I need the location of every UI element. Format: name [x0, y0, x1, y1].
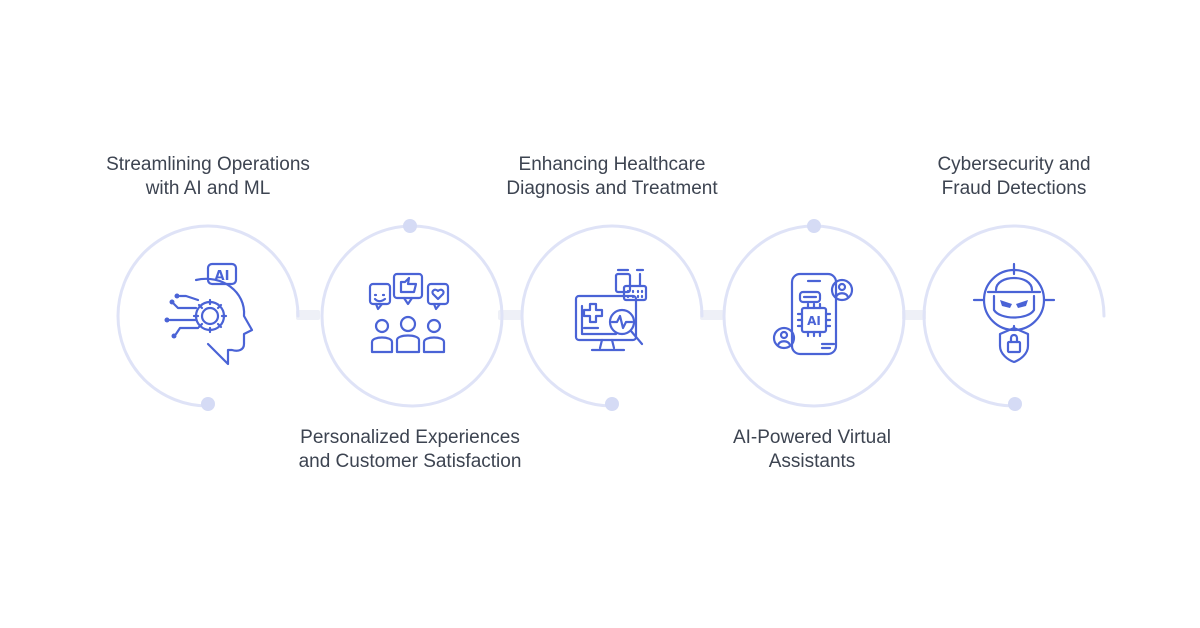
hacker-shield-icon: [972, 262, 1056, 364]
step-2-dot: [403, 219, 417, 233]
ai-phone-assistant-icon: AI: [772, 272, 854, 356]
svg-text:AI: AI: [807, 314, 821, 328]
connector-1-2: [296, 310, 320, 320]
step-5-label: Cybersecurity and Fraud Detections: [937, 154, 1091, 199]
step-1-ring: [116, 224, 300, 408]
step-3-label: Enhancing Healthcare Diagnosis and Treat…: [506, 154, 718, 199]
step-2-label: Personalized Experiences and Customer Sa…: [298, 427, 522, 472]
medical-monitor-icon: [574, 268, 648, 352]
connector-3-4: [700, 310, 724, 320]
step-1-label: Streamlining Operations with AI and ML: [106, 154, 310, 199]
connector-4-5: [902, 310, 926, 320]
connector-2-3: [498, 310, 522, 320]
step-3-ring: [520, 224, 704, 408]
step-1-dot: [201, 397, 215, 411]
ai-head-gear-icon: AI: [164, 262, 254, 366]
step-2-ring: [320, 224, 504, 408]
step-4-dot: [807, 219, 821, 233]
step-5-ring: [922, 224, 1106, 408]
people-feedback-icon: [368, 272, 450, 354]
step-3-dot: [605, 397, 619, 411]
step-4-label: AI-Powered Virtual Assistants: [732, 427, 892, 472]
svg-text:AI: AI: [215, 269, 230, 284]
step-4-ring: [722, 224, 906, 408]
step-5-dot: [1008, 397, 1022, 411]
